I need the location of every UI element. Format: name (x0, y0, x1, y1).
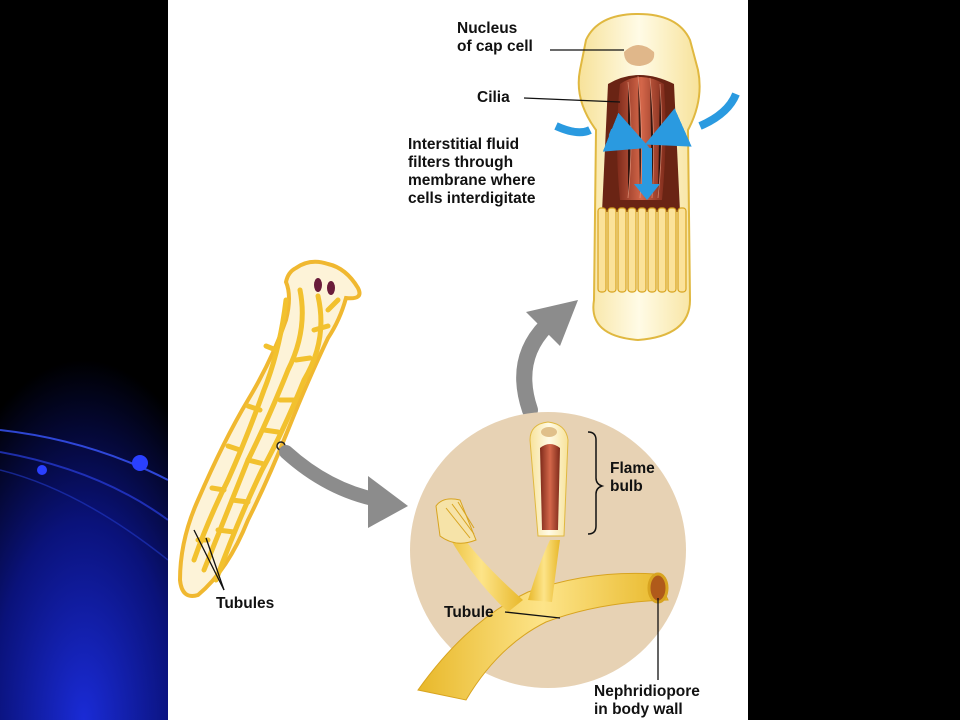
flame-bulb-figure: Nucleus of cap cell Cilia Interstitial f… (168, 0, 748, 720)
zoom-in-arrow (516, 300, 578, 418)
eyespot (327, 281, 335, 295)
nephridiopore-opening (647, 572, 669, 604)
magnified-tubule-circle (410, 412, 686, 701)
decorative-swoosh (0, 360, 168, 720)
label-nucleus-of-cap-cell: Nucleus of cap cell (457, 20, 533, 55)
magnify-arrow (279, 445, 408, 528)
planarian-body (177, 259, 362, 598)
small-flame-bulb (529, 421, 569, 537)
label-flame-bulb: Flame bulb (610, 460, 655, 495)
large-flame-bulb (554, 12, 740, 342)
cap-cell-nucleus (624, 45, 655, 66)
eyespot (314, 278, 322, 292)
decorative-dot (132, 455, 148, 471)
decorative-dot (37, 465, 47, 475)
decorative-background-left (0, 0, 168, 720)
tubules-pointer-lines (193, 529, 225, 591)
fluid-flow-arrows (554, 92, 740, 200)
label-tubule: Tubule (444, 604, 494, 621)
label-tubules: Tubules (216, 595, 275, 612)
planarian-tubules (191, 287, 341, 583)
interdigitating-cells (597, 207, 687, 293)
label-nephridiopore: Nephridiopore in body wall (594, 683, 700, 718)
decorative-background-right (748, 0, 960, 720)
tubule-pointer-line (504, 611, 561, 619)
label-interstitial-fluid: Interstitial fluid filters through membr… (408, 136, 536, 207)
label-cilia: Cilia (477, 89, 510, 106)
flame-bulb-bracket (587, 431, 605, 535)
cilia-pointer-line (523, 97, 621, 103)
diagram-artwork (177, 12, 740, 701)
